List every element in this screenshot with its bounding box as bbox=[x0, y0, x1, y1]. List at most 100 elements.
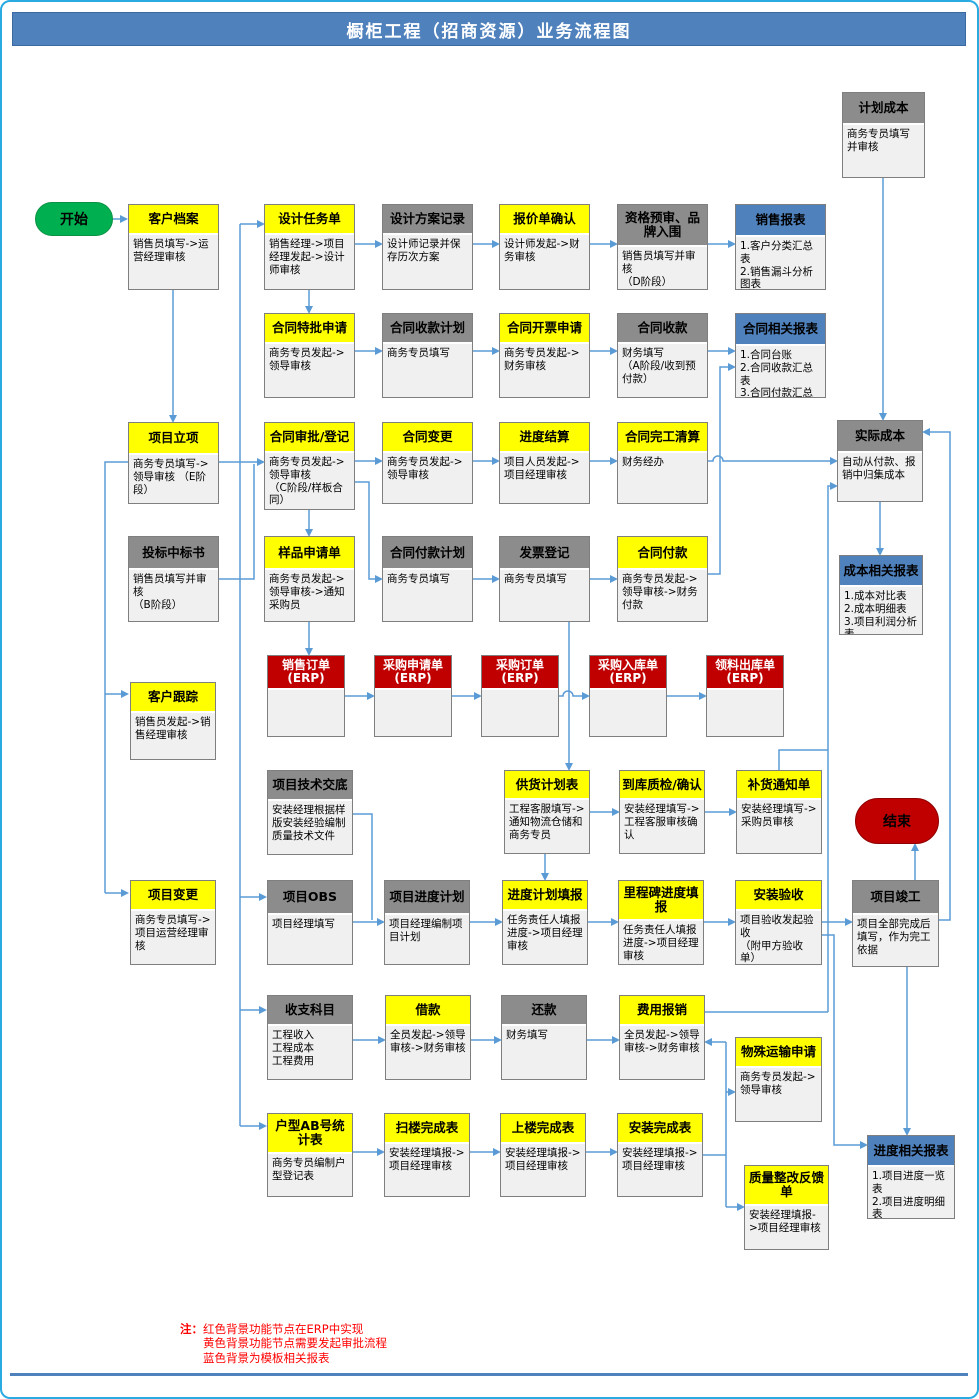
flow-node-title: 费用报销 bbox=[620, 996, 704, 1026]
flow-node-title: 项目变更 bbox=[131, 881, 215, 911]
flow-node-desc: 项目验收发起验收 （附甲方验收单） ->领导审核 bbox=[736, 911, 821, 964]
flow-node-anzhuang-wanchengbiao: 安装完成表安装经理填报->项目经理审核 bbox=[617, 1113, 703, 1197]
flow-node-desc: 商务专员填写 bbox=[383, 344, 472, 397]
flow-node-title: 合同变更 bbox=[383, 423, 472, 453]
terminal-start: 开始 bbox=[35, 202, 113, 236]
flow-node-desc: 1.客户分类汇总表 2.销售漏斗分析图表 3.预计签约统计图表 bbox=[736, 237, 825, 289]
flow-node-title: 上楼完成表 bbox=[501, 1114, 585, 1144]
flow-node-desc: 设计师发起->财务审核 bbox=[500, 235, 589, 289]
flow-node-desc: 销售员发起->销售经理审核 bbox=[131, 713, 215, 759]
flow-node-title: 样品申请单 bbox=[265, 537, 354, 570]
flow-node-daoku-zhijian: 到库质检/确认安装经理填写->工程客服审核确认 bbox=[619, 770, 705, 854]
flow-node-title: 进度相关报表 bbox=[868, 1136, 954, 1167]
flow-node-title: 合同特批申请 bbox=[265, 314, 354, 344]
flow-node-title: 项目竣工 bbox=[853, 881, 938, 915]
flow-node-desc: 自动从付款、报销中归集成本 bbox=[838, 453, 922, 501]
flow-node-desc: 商务专员填写->领导审核 （E阶段） bbox=[129, 455, 218, 503]
flow-node-desc: 工程客服填写->通知物流仓储和商务专员 bbox=[505, 800, 589, 853]
flow-node-desc bbox=[375, 690, 451, 736]
flow-node-saolou-wanchengbiao: 扫楼完成表安装经理填报->项目经理审核 bbox=[384, 1113, 470, 1197]
flow-node-title: 项目立项 bbox=[129, 423, 218, 455]
flow-node-desc: 项目全部完成后填写，作为完工依据 bbox=[853, 915, 938, 966]
flow-node-zhiliang-zhenggai-fankui: 质量整改反馈单安装经理填报->项目经理审核 bbox=[744, 1165, 829, 1250]
flow-node-desc: 销售员填写->运营经理审核 bbox=[129, 235, 218, 289]
flow-node-kehu-genzong: 客户跟踪销售员发起->销售经理审核 bbox=[130, 682, 216, 760]
flow-node-hetong-fukuan-jihua: 合同付款计划商务专员填写 bbox=[382, 536, 473, 622]
flow-node-hetong-fukuan: 合同付款商务专员发起->领导审核->财务付款 bbox=[617, 536, 708, 622]
flow-node-buhuo-tongzhidan: 补货通知单安装经理填写->采购员审核 bbox=[736, 770, 822, 854]
flow-node-title: 里程碑进度填报 bbox=[619, 881, 703, 921]
flow-node-desc: 全员发起->领导审核->财务审核 bbox=[620, 1026, 704, 1079]
flow-node-lichengbei-jindu-tianbao: 里程碑进度填报任务责任人填报进度->项目经理审核 bbox=[618, 880, 704, 965]
flow-node-title: 供货计划表 bbox=[505, 771, 589, 800]
flow-node-hetong-kaipiao-shenqing: 合同开票申请商务专员发起->财务审核 bbox=[499, 313, 590, 398]
flow-node-xiangmu-jindu-jihua: 项目进度计划项目经理编制项目计划 bbox=[384, 880, 470, 965]
flow-node-desc: 商务专员发起->领导审核->财务付款 bbox=[618, 570, 707, 621]
flow-node-title: 投标中标书 bbox=[129, 537, 218, 570]
flow-node-title: 项目OBS bbox=[268, 881, 352, 915]
flow-node-title: 合同付款 bbox=[618, 537, 707, 570]
flow-node-desc: 商务专员发起->领导审核 （C阶段/样板合同） bbox=[265, 453, 354, 509]
flow-node-title: 补货通知单 bbox=[737, 771, 821, 800]
flow-node-title: 合同开票申请 bbox=[500, 314, 589, 344]
flow-node-sheji-fangan-jilu: 设计方案记录设计师记录并保存历次方案 bbox=[382, 204, 473, 290]
flow-node-title: 采购入库单 (ERP) bbox=[590, 656, 666, 690]
flow-node-desc: 工程收入 工程成本 工程费用 bbox=[268, 1026, 352, 1079]
flow-node-desc: 安装经理填报->项目经理审核 bbox=[385, 1144, 469, 1196]
flow-node-kehu-dangan: 客户档案销售员填写->运营经理审核 bbox=[128, 204, 219, 290]
flow-node-desc: 财务填写 bbox=[502, 1026, 586, 1079]
flow-node-desc: 1.合同台账 2.合同收款汇总表 3.合同付款汇总表 bbox=[736, 346, 825, 397]
legend-line-yellow: 黄色背景功能节点需要发起审批流程 bbox=[203, 1336, 387, 1351]
flow-node-title: 进度结算 bbox=[500, 423, 589, 453]
flow-node-title: 采购申请单 (ERP) bbox=[375, 656, 451, 690]
bottom-divider bbox=[10, 1373, 968, 1376]
flow-node-lingliao-chukudan: 领料出库单 (ERP) bbox=[706, 655, 784, 737]
flow-node-title: 还款 bbox=[502, 996, 586, 1026]
flow-node-desc: 安装经理填写->采购员审核 bbox=[737, 800, 821, 853]
flow-node-zige-yushen: 资格预审、品牌入围销售员填写并审核 （D阶段） bbox=[617, 204, 708, 290]
flow-node-desc: 商务专员发起->领导审核 bbox=[265, 344, 354, 397]
flow-node-desc bbox=[268, 690, 344, 736]
flow-node-title: 计划成本 bbox=[843, 93, 924, 125]
flow-node-baojiadan-queren: 报价单确认设计师发起->财务审核 bbox=[499, 204, 590, 290]
flow-node-title: 合同收款计划 bbox=[383, 314, 472, 344]
flow-node-desc: 销售经理->项目经理发起->设计师审核 bbox=[265, 235, 354, 289]
flow-node-shouzhi-kemu: 收支科目工程收入 工程成本 工程费用 bbox=[267, 995, 353, 1080]
flow-node-title: 质量整改反馈单 bbox=[745, 1166, 828, 1206]
flow-node-hetong-biangeng: 合同变更商务专员发起->领导审核 bbox=[382, 422, 473, 504]
flow-node-desc: 商务专员填写 bbox=[383, 570, 472, 621]
flow-node-title: 设计任务单 bbox=[265, 205, 354, 235]
flow-node-title: 客户档案 bbox=[129, 205, 218, 235]
legend-line-red: 红色背景功能节点在ERP中实现 bbox=[203, 1322, 364, 1336]
flow-node-hetong-shoukuan-jihua: 合同收款计划商务专员填写 bbox=[382, 313, 473, 398]
flow-node-title: 借款 bbox=[386, 996, 470, 1026]
flow-node-title: 采购订单 (ERP) bbox=[482, 656, 558, 690]
flow-node-title: 项目进度计划 bbox=[385, 881, 469, 915]
flow-node-desc: 商务专员填写并审核 bbox=[843, 125, 924, 177]
flow-node-caigou-shenqingdan: 采购申请单 (ERP) bbox=[374, 655, 452, 737]
flow-node-title: 合同相关报表 bbox=[736, 314, 825, 346]
flow-node-desc: 任务责任人填报进度->项目经理审核 bbox=[619, 921, 703, 964]
flow-node-title: 进度计划填报 bbox=[503, 881, 587, 911]
flow-node-desc: 商务专员填写 bbox=[500, 570, 589, 621]
flow-node-title: 扫楼完成表 bbox=[385, 1114, 469, 1144]
flow-node-title: 成本相关报表 bbox=[840, 556, 922, 587]
legend-lines: 红色背景功能节点在ERP中实现 黄色背景功能节点需要发起审批流程 蓝色背景为模板… bbox=[203, 1322, 387, 1365]
flow-node-desc bbox=[482, 690, 558, 736]
flow-node-gonghuo-jihuabiao: 供货计划表工程客服填写->通知物流仓储和商务专员 bbox=[504, 770, 590, 854]
flow-node-title: 到库质检/确认 bbox=[620, 771, 704, 800]
flow-node-hetong-shoukuan: 合同收款财务填写 （A阶段/收到预付款） bbox=[617, 313, 708, 398]
flow-node-feiyong-baoxiao: 费用报销全员发起->领导审核->财务审核 bbox=[619, 995, 705, 1080]
flow-node-huxing-ab-tongjibiao: 户型AB号统计表商务专员编制户型登记表 bbox=[267, 1113, 353, 1197]
flow-node-title: 物殊运输申请 bbox=[736, 1038, 821, 1068]
terminal-end: 结束 bbox=[855, 798, 939, 844]
flow-node-title: 项目技术交底 bbox=[268, 771, 352, 801]
flow-node-desc: 全员发起->领导审核->财务审核 bbox=[386, 1026, 470, 1079]
flow-node-title: 安装完成表 bbox=[618, 1114, 702, 1144]
